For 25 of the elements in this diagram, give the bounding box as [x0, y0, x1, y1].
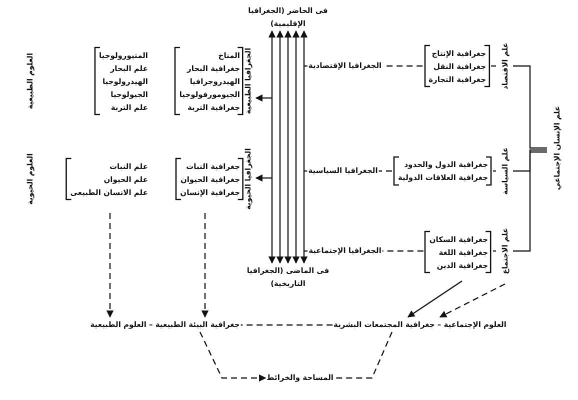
- connector-line: [513, 149, 547, 172]
- connector-line: [493, 170, 496, 172]
- arrow: [201, 213, 209, 318]
- connector-line: [378, 170, 392, 172]
- connector-line: [513, 65, 547, 149]
- arrow: [199, 332, 266, 382]
- arrow: [106, 213, 114, 318]
- arrow: [292, 30, 300, 264]
- arrow: [300, 30, 308, 264]
- connector-line: [513, 151, 547, 252]
- connector-line: [304, 250, 308, 252]
- connector-line: [304, 65, 308, 67]
- connector-line: [304, 170, 308, 172]
- arrow: [407, 280, 462, 318]
- arrow: [276, 30, 284, 264]
- arrow: [284, 30, 292, 264]
- arrow: [268, 30, 276, 264]
- connector-line: [334, 332, 393, 379]
- arrow: [255, 174, 272, 182]
- connector-line: [491, 65, 496, 67]
- arrow: [255, 94, 272, 102]
- connector-line: [493, 250, 496, 252]
- arrow: [439, 283, 506, 318]
- connector-line: [382, 250, 424, 252]
- connector-line: [240, 324, 333, 326]
